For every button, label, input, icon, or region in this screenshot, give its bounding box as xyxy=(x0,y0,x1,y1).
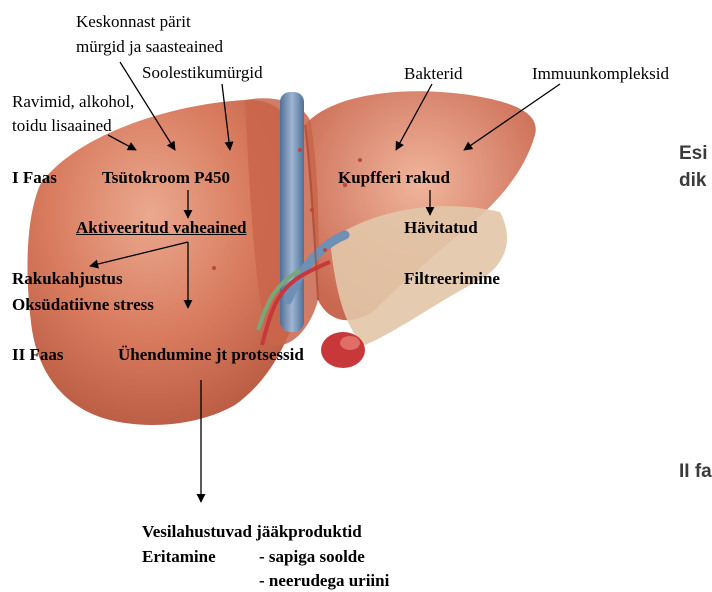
toxins-top-label-line2: mürgid ja saasteained xyxy=(76,37,223,57)
destroyed-label: Hävitatud xyxy=(404,218,478,238)
immune-complexes-label: Immuunkompleksid xyxy=(532,64,669,84)
side-text-line2: dik xyxy=(679,170,706,192)
kidney-to-urine-label: - neerudega uriini xyxy=(259,571,389,591)
filtration-label: Filtreerimine xyxy=(404,269,500,289)
cell-damage-label-line2: Oksüdatiivne stress xyxy=(12,295,154,315)
drugs-label-line1: Ravimid, alkohol, xyxy=(12,92,134,112)
arrow-bacteria-to-kupffer xyxy=(396,84,432,150)
arrow-intestinal-to-p450 xyxy=(222,84,230,150)
bile-to-intestine-label: - sapiga soolde xyxy=(259,547,365,567)
activated-intermediates-label: Aktiveeritud vaheained xyxy=(76,218,246,238)
phase2-label: II Faas xyxy=(12,345,63,365)
bacteria-label: Bakterid xyxy=(404,64,463,84)
arrow-intermediates-to-damage xyxy=(90,242,188,266)
side-text-line3: II fa xyxy=(679,461,712,483)
drugs-label-line2: toidu lisaained xyxy=(12,116,112,136)
arrow-drugs-to-p450 xyxy=(108,135,136,150)
intestinal-toxins-label: Soolestikumürgid xyxy=(142,63,263,83)
side-text-line1: Esi xyxy=(679,143,708,165)
phase1-label: I Faas xyxy=(12,168,57,188)
elimination-label: Eritamine xyxy=(142,547,216,567)
arrow-immune-to-kupffer xyxy=(464,84,560,150)
cell-damage-label-line1: Rakukahjustus xyxy=(12,269,123,289)
cytochrome-p450-label: Tsütokroom P450 xyxy=(102,168,230,188)
conjugation-label: Ühendumine jt protsessid xyxy=(118,345,304,365)
water-soluble-products-label: Vesilahustuvad jääkproduktid xyxy=(142,522,362,542)
toxins-top-label-line1: Keskonnast pärit xyxy=(76,12,191,32)
kupffer-cells-label: Kupfferi rakud xyxy=(338,168,450,188)
